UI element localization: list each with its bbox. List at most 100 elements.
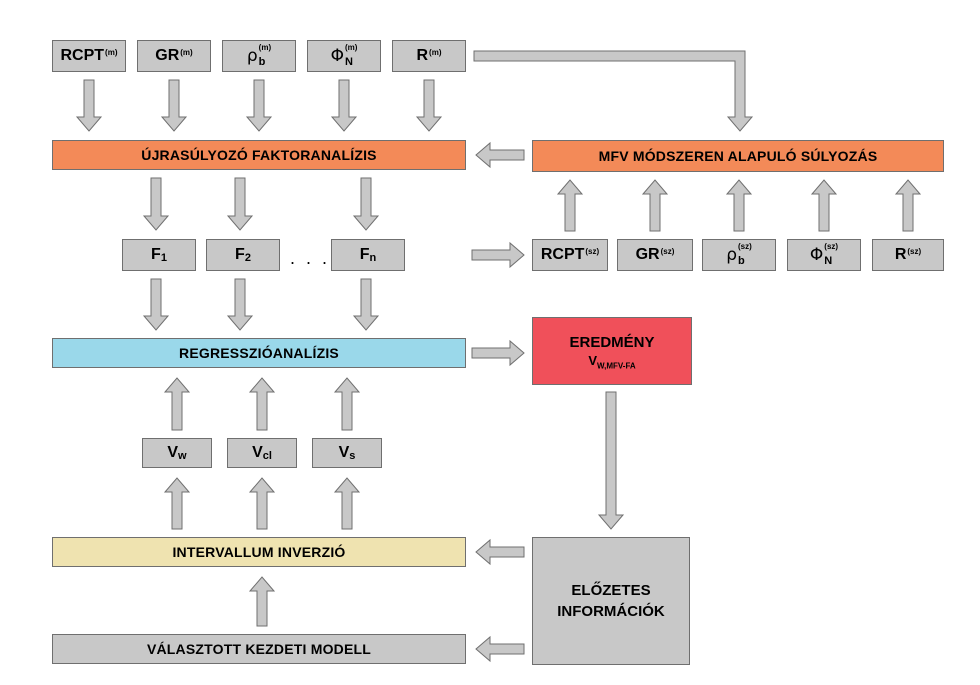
arrow-factor-to-regression-1 xyxy=(142,278,170,331)
factor-f2-label: F xyxy=(235,246,245,263)
arrow-model-to-inversion xyxy=(248,576,276,627)
factor-analysis-box: ÚJRASÚLYOZÓ FAKTORANALÍZIS xyxy=(52,140,466,170)
regression-box: REGRESSZIÓANALÍZIS xyxy=(52,338,466,368)
factor-f2-sub: 2 xyxy=(244,252,251,264)
arrow-fa-to-factor-1 xyxy=(142,177,170,231)
input-rho-weighted: ρ(sz) b xyxy=(702,239,776,271)
mfv-weighting-box: MFV MÓDSZEREN ALAPULÓ SÚLYOZÁS xyxy=(532,140,944,172)
input-gr-weighted-label: GR xyxy=(635,246,660,263)
input-r-measured-sup: (m) xyxy=(429,47,442,57)
arrow-input-to-fa-5 xyxy=(415,79,443,132)
input-rho-measured-label: ρ xyxy=(246,46,258,66)
input-phi-measured: Φ(m) N xyxy=(307,40,381,72)
input-r-measured: R(m) xyxy=(392,40,466,72)
result-title: EREDMÉNY xyxy=(569,333,655,351)
input-rcpt-measured: RCPT(m) xyxy=(52,40,126,72)
input-rho-weighted-label: ρ xyxy=(726,245,737,265)
volume-vw-label: V xyxy=(167,444,179,461)
input-gr-measured-label: GR xyxy=(155,47,180,64)
arrow-volume-to-regression-3 xyxy=(333,377,361,431)
input-phi-measured-sup: (m) xyxy=(344,42,358,52)
prior-info-line1: ELŐZETES xyxy=(571,582,651,599)
input-rcpt-measured-label: RCPT xyxy=(60,47,105,64)
regression-label: REGRESSZIÓANALÍZIS xyxy=(179,345,339,361)
volume-vs-label: V xyxy=(338,444,350,461)
input-phi-measured-sub: N xyxy=(344,55,353,68)
arrow-inversion-to-volume-1 xyxy=(163,477,191,530)
input-rho-measured: ρ(m) b xyxy=(222,40,296,72)
arrow-weighted-to-mfv-2 xyxy=(641,179,669,232)
arrow-weighted-to-mfv-4 xyxy=(810,179,838,232)
volume-vs-sub: s xyxy=(349,450,356,462)
interval-inversion-label: INTERVALLUM INVERZIÓ xyxy=(172,544,346,560)
input-gr-weighted-sup: (sz) xyxy=(660,246,675,256)
arrow-factor-to-regression-3 xyxy=(352,278,380,331)
arrow-mfv-to-fa xyxy=(475,141,525,169)
input-rcpt-weighted: RCPT(sz) xyxy=(532,239,608,271)
result-value-base: V xyxy=(588,352,597,368)
arrow-input-to-fa-1 xyxy=(75,79,103,132)
volume-vcl-sub: cl xyxy=(262,450,272,462)
arrow-input-to-fa-2 xyxy=(160,79,188,132)
volume-vw-sub: w xyxy=(178,450,187,462)
arrow-factor-to-regression-2 xyxy=(226,278,254,331)
arrow-weighted-to-mfv-3 xyxy=(725,179,753,232)
arrow-fa-to-factor-3 xyxy=(352,177,380,231)
input-gr-measured-sup: (m) xyxy=(180,47,193,57)
input-phi-weighted-sup: (sz) xyxy=(824,241,839,251)
input-phi-measured-label: Φ xyxy=(330,46,344,66)
arrow-weighted-to-mfv-1 xyxy=(556,179,584,232)
arrow-input-to-fa-4 xyxy=(330,79,358,132)
arrow-inversion-to-volume-2 xyxy=(248,477,276,530)
factor-fn-sub: n xyxy=(369,252,377,264)
initial-model-box: VÁLASZTOTT KEZDETI MODELL xyxy=(52,634,466,664)
arrow-input-to-fa-3 xyxy=(245,79,273,132)
input-rho-measured-sub: b xyxy=(258,55,266,68)
arrow-volume-to-regression-1 xyxy=(163,377,191,431)
result-value: VW,MFV-FA xyxy=(588,353,635,371)
arrow-result-to-prior xyxy=(597,391,625,530)
input-rho-weighted-sup: (sz) xyxy=(738,241,752,251)
input-r-measured-label: R xyxy=(416,47,429,64)
result-value-sub: W,MFV-FA xyxy=(597,361,636,371)
input-r-weighted-label: R xyxy=(894,246,907,263)
arrow-weighted-to-mfv-5 xyxy=(894,179,922,232)
input-gr-weighted: GR(sz) xyxy=(617,239,693,271)
arrow-volume-to-regression-2 xyxy=(248,377,276,431)
input-phi-weighted-label: Φ xyxy=(809,245,824,265)
mfv-weighting-label: MFV MÓDSZEREN ALAPULÓ SÚLYOZÁS xyxy=(598,148,878,164)
arrow-r-to-mfv xyxy=(473,50,754,132)
interval-inversion-box: INTERVALLUM INVERZIÓ xyxy=(52,537,466,567)
input-rho-measured-sup: (m) xyxy=(258,42,272,52)
input-phi-weighted: Φ(sz) N xyxy=(787,239,861,271)
factor-f1-sub: 1 xyxy=(160,252,167,264)
initial-model-label: VÁLASZTOTT KEZDETI MODELL xyxy=(146,641,372,657)
input-rho-weighted-sub: b xyxy=(738,254,745,267)
input-rcpt-measured-sup: (m) xyxy=(105,47,118,57)
arrow-inversion-to-volume-3 xyxy=(333,477,361,530)
factor-f1-label: F xyxy=(151,246,161,263)
arrow-prior-to-model xyxy=(475,635,525,663)
factor-analysis-label: ÚJRASÚLYOZÓ FAKTORANALÍZIS xyxy=(141,147,377,163)
input-r-weighted: R(sz) xyxy=(872,239,944,271)
arrow-regression-to-result xyxy=(471,339,525,367)
arrow-factors-to-weighted xyxy=(471,241,525,269)
arrow-prior-to-inversion xyxy=(475,538,525,566)
factor-ellipsis: . . . xyxy=(290,248,331,268)
input-gr-measured: GR(m) xyxy=(137,40,211,72)
arrow-fa-to-factor-2 xyxy=(226,177,254,231)
prior-info-box: ELŐZETES INFORMÁCIÓK xyxy=(532,537,690,665)
input-phi-weighted-sub: N xyxy=(824,254,833,267)
input-r-weighted-sup: (sz) xyxy=(907,246,922,256)
input-rcpt-weighted-sup: (sz) xyxy=(585,246,600,256)
factor-fn-label: F xyxy=(359,246,370,263)
volume-vcl-label: V xyxy=(252,444,263,461)
result-box: EREDMÉNY VW,MFV-FA xyxy=(532,317,692,385)
input-rcpt-weighted-label: RCPT xyxy=(540,246,585,263)
